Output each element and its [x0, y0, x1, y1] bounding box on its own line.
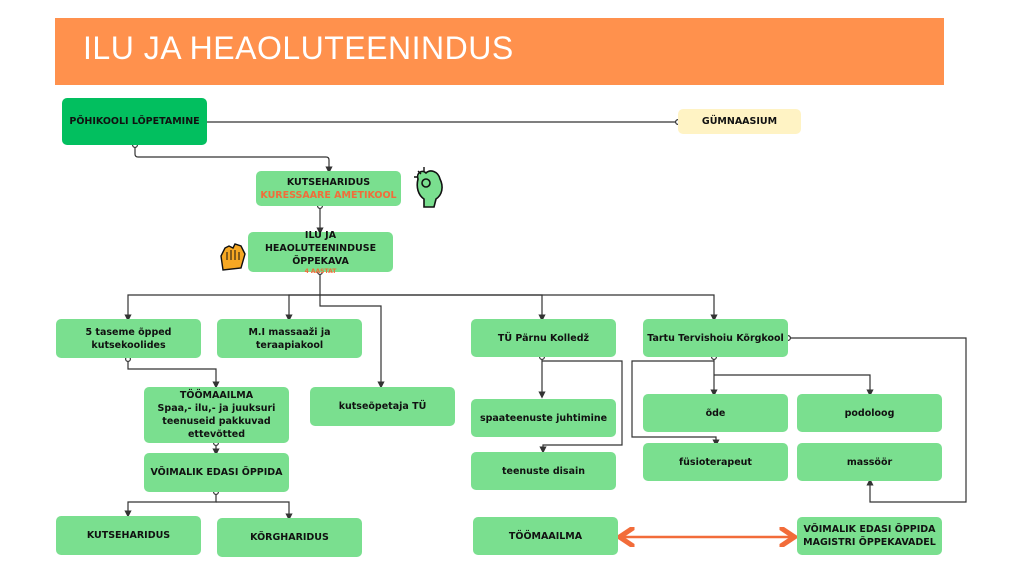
node-korgharidus: KÕRGHARIDUS [217, 518, 362, 557]
node-label: M.I massaaži ja teraapiakool [248, 326, 331, 351]
node-spaateenuste-juhtimine: spaateenuste juhtimine [471, 399, 616, 437]
node-label: TÖÖMAAILMA [179, 390, 254, 401]
node-edasi-oppida-left: VÕIMALIK EDASI ÕPPIDA [144, 453, 289, 492]
node-massoor: massöör [797, 443, 942, 481]
node-fusioterapeut: füsioterapeut [643, 443, 788, 481]
node-label: TÜ Pärnu Kolledž [497, 332, 590, 344]
node-label: õde [705, 407, 726, 419]
node-label: massöör [846, 456, 893, 468]
node-label: VÕIMALIK EDASI ÕPPIDA [803, 524, 936, 535]
node-label: PÕHIKOOLI LÕPETAMINE [69, 116, 200, 127]
node-kutseopetaja: kutseõpetaja TÜ [310, 387, 455, 426]
high-five-icon [220, 243, 246, 271]
node-label: spaateenuste juhtimine [479, 412, 608, 424]
node-label: kutseõpetaja TÜ [338, 401, 427, 412]
node-label: teenuste disain [501, 465, 586, 477]
node-kutseharidus-bottom: KUTSEHARIDUS [56, 516, 201, 555]
node-gumnaasium: GÜMNAASIUM [678, 109, 801, 134]
node-magistri: VÕIMALIK EDASI ÕPPIDA MAGISTRI ÕPPEKAVAD… [797, 517, 942, 555]
node-label: Tartu Tervishoiu Kõrgkool [647, 332, 784, 344]
node-label: ILU JA HEAOLUTEENINDUSE [264, 229, 377, 254]
node-label-2: kutsekoolides [91, 339, 166, 351]
node-label: TÖÖMAAILMA [508, 530, 583, 542]
node-label: KUTSEHARIDUS [86, 530, 171, 541]
node-label-2: ÕPPEKAVA [292, 255, 349, 267]
node-oppekava: ILU JA HEAOLUTEENINDUSE ÕPPEKAVA 4 AASTA… [248, 229, 393, 275]
page-title: ILU JA HEAOLUTEENINDUS [83, 30, 514, 66]
node-label: KUTSEHARIDUS [286, 176, 371, 188]
node-tartu-tervishoiu: Tartu Tervishoiu Kõrgkool [643, 319, 788, 357]
node-massaazikool: M.I massaaži ja teraapiakool [217, 319, 362, 358]
node-label-2: Spaa,- ilu,- ja juuksuri [157, 403, 276, 414]
node-label: füsioterapeut [679, 456, 752, 468]
node-label-3: teenuseid pakkuvad [162, 416, 271, 427]
connector-oppekava-branch [124, 269, 323, 322]
node-pohikooli-lopetamine: PÕHIKOOLI LÕPETAMINE [62, 98, 207, 145]
node-label-2: MAGISTRI ÕPPEKAVADEL [803, 537, 936, 548]
node-toomaailm-right: TÖÖMAAILMA [473, 517, 618, 555]
node-duration: 4 AASTAT [304, 267, 337, 275]
ok-hand-icon [414, 167, 443, 208]
node-label: podoloog [844, 407, 895, 419]
node-label: GÜMNAASIUM [701, 116, 778, 127]
node-label-4: ettevõtted [187, 429, 245, 440]
node-ode: õde [643, 394, 788, 432]
node-parnu-kolledz: TÜ Pärnu Kolledž [471, 319, 616, 357]
node-label: 5 taseme õpped [85, 326, 172, 338]
node-kutseharidus-kuressaare: KUTSEHARIDUS KURESSAARE AMETIKOOL [256, 171, 401, 206]
node-podoloog: podoloog [797, 394, 942, 432]
node-label: VÕIMALIK EDASI ÕPPIDA [150, 467, 283, 478]
node-sublabel: KURESSAARE AMETIKOOL [260, 189, 397, 201]
title-banner: ILU JA HEAOLUTEENINDUS [55, 18, 944, 85]
connector-pohikool-kutseharidus [132, 142, 333, 174]
node-label: KÕRGHARIDUS [250, 532, 329, 543]
node-5-taseme-opped: 5 taseme õpped kutsekoolides [56, 319, 201, 358]
node-toomaailm-left: TÖÖMAAILMA Spaa,- ilu,- ja juuksuri teen… [144, 387, 289, 443]
node-teenuste-disain: teenuste disain [471, 452, 616, 490]
